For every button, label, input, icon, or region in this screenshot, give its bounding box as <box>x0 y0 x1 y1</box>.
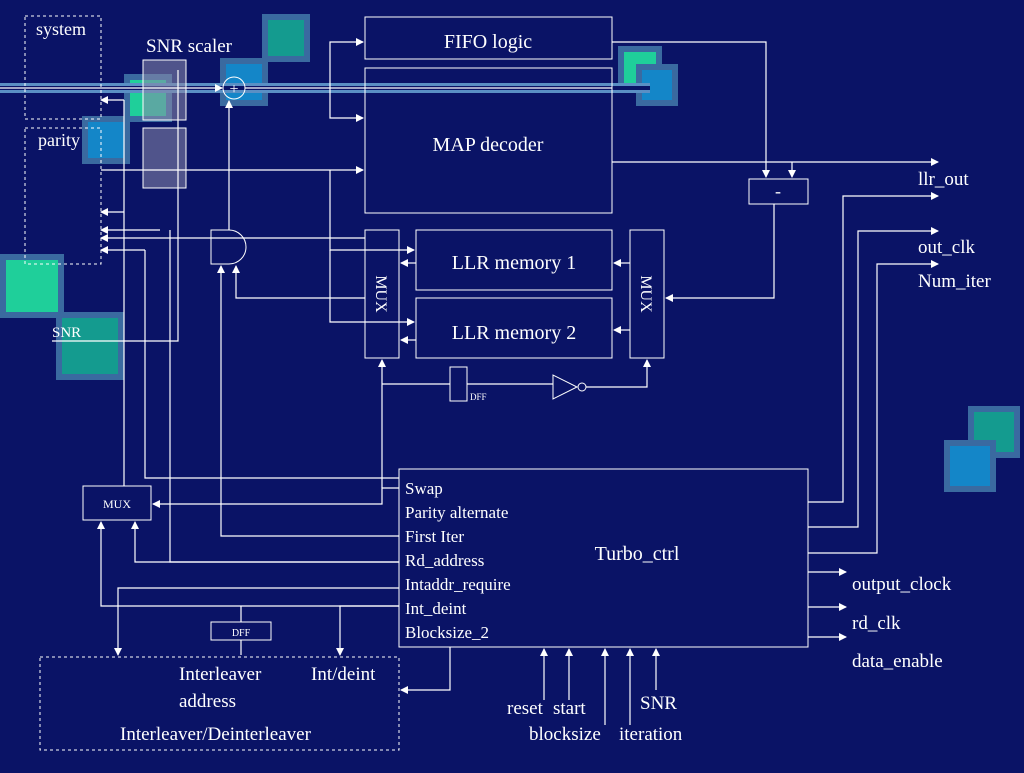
snr-scaler-system-block <box>142 59 187 121</box>
wire <box>329 88 364 122</box>
turbo-ctrl-label: Turbo_ctrl <box>595 543 680 565</box>
llr-memory-2-block <box>415 297 613 359</box>
turbo-ctrl-signal-label: Int_deint <box>405 599 467 618</box>
reset-input-label: reset <box>507 698 544 719</box>
wire <box>612 41 770 178</box>
wire <box>329 38 364 88</box>
wire <box>808 260 939 554</box>
wire <box>400 647 451 694</box>
dff-middle-label: DFF <box>470 392 487 402</box>
turbo-ctrl-signal-label: Rd_address <box>405 551 484 570</box>
wire <box>169 230 399 563</box>
subtractor-symbol: - <box>775 181 781 201</box>
connection-wires <box>0 38 939 725</box>
wire <box>217 265 399 537</box>
map-decoder-block <box>364 67 613 214</box>
deco-square <box>6 260 58 312</box>
wire <box>586 359 651 388</box>
interleaver-address-label-line1: Interleaver <box>179 664 262 685</box>
parity-buffer-box <box>24 127 102 265</box>
wire <box>232 265 365 299</box>
deco-square <box>950 446 990 486</box>
system-buffer-box <box>24 15 102 120</box>
llr-out-label: llr_out <box>918 169 969 190</box>
mux-small-label: MUX <box>103 497 131 511</box>
map-decoder-label: MAP decoder <box>433 134 544 156</box>
wire <box>665 204 775 302</box>
wire <box>144 250 399 479</box>
turbo-ctrl-signal-label: Blocksize_2 <box>405 623 489 642</box>
llr-memory-1-label: LLR memory 1 <box>452 252 576 274</box>
wire <box>336 605 399 656</box>
inverter-gate <box>552 374 579 400</box>
snr-bottom-input-label: SNR <box>640 693 677 714</box>
wire <box>152 487 399 508</box>
mux-right-label: MUX <box>637 275 654 313</box>
fifo-logic-block <box>364 16 613 60</box>
wire <box>808 227 939 528</box>
wire <box>131 521 399 563</box>
start-input-label: start <box>553 698 586 719</box>
and-gate <box>210 229 247 265</box>
deco-square <box>88 122 124 158</box>
turbo-ctrl-signal-label: Swap <box>405 479 443 498</box>
interleaver-block-label: Interleaver/Deinterleaver <box>120 724 312 745</box>
dff-middle-block <box>449 366 468 402</box>
turbo-ctrl-output-label: data_enable <box>852 651 943 672</box>
mux-right-block <box>629 229 665 359</box>
wire <box>52 70 179 342</box>
int-deint-label: Int/deint <box>311 664 376 685</box>
deco-square <box>268 20 304 56</box>
llr-memory-1-block <box>415 229 613 291</box>
turbo-ctrl-signal-label: First Iter <box>405 527 464 546</box>
mux-small-block <box>82 485 152 521</box>
inverter-bubble <box>577 382 587 392</box>
wire <box>114 587 399 656</box>
interleaver-address-label-line2: address <box>179 691 236 712</box>
deco-square <box>62 318 118 374</box>
wire <box>97 521 399 607</box>
deco-square <box>226 64 262 100</box>
snr-input-label: SNR <box>52 325 81 341</box>
mux-left-label: MUX <box>372 275 389 313</box>
turbo-ctrl-block <box>398 468 809 648</box>
snr-scaler-label: SNR scaler <box>146 36 233 57</box>
wire <box>808 192 939 503</box>
blocksize-input-label: blocksize <box>529 724 601 745</box>
turbo-ctrl-output-label: output_clock <box>852 574 952 595</box>
mux-left-block <box>364 229 400 359</box>
llr-memory-2-label: LLR memory 2 <box>452 322 576 344</box>
turbo-ctrl-output-labels: output_clock rd_clk data_enable <box>852 574 952 672</box>
out-clk-label: out_clk <box>918 237 975 258</box>
wire <box>329 250 415 326</box>
turbo-ctrl-signal-label: Parity alternate <box>405 503 508 522</box>
snr-scaler-parity-block <box>142 127 187 189</box>
fifo-logic-label: FIFO logic <box>444 31 532 53</box>
subtractor-block <box>748 178 809 205</box>
turbo-ctrl-output-label: rd_clk <box>852 613 901 634</box>
turbo-ctrl-signal-label: Intaddr_require <box>405 575 511 594</box>
adder-symbol: + <box>229 81 238 98</box>
parity-label: parity <box>38 130 80 150</box>
iteration-input-label: iteration <box>619 724 683 745</box>
interleaver-block <box>39 656 400 751</box>
system-label: system <box>36 19 86 39</box>
dff-bottom-label: DFF <box>232 628 251 639</box>
num-iter-label: Num_iter <box>918 271 991 292</box>
